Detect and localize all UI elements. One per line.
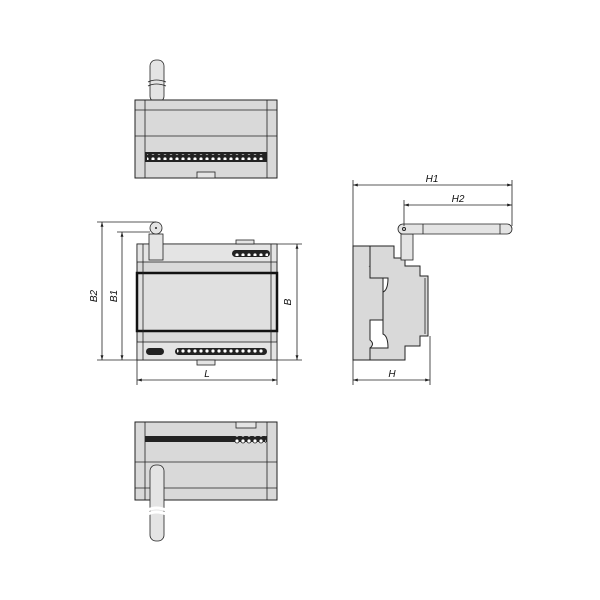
side-antenna	[397, 223, 513, 235]
top-housing	[134, 99, 278, 179]
dim-label-h: H	[388, 369, 396, 380]
dim-label-h2: H2	[452, 194, 465, 205]
dim-label-h1: H1	[426, 174, 439, 185]
side-view: H1 H2 H	[352, 174, 513, 385]
dim-label-b1: B1	[109, 290, 120, 302]
front-cover	[135, 271, 279, 333]
dim-label-l: L	[204, 369, 210, 380]
bottom-view	[134, 421, 278, 542]
dim-label-b2: B2	[89, 289, 100, 302]
front-view: B2 B1 B L	[89, 221, 302, 385]
bottom-terminals	[145, 436, 267, 442]
front-antenna-base	[148, 233, 164, 261]
side-antenna-base	[400, 233, 414, 261]
top-view	[134, 59, 278, 179]
dim-label-b: B	[283, 298, 294, 305]
bottom-antenna	[149, 464, 165, 542]
